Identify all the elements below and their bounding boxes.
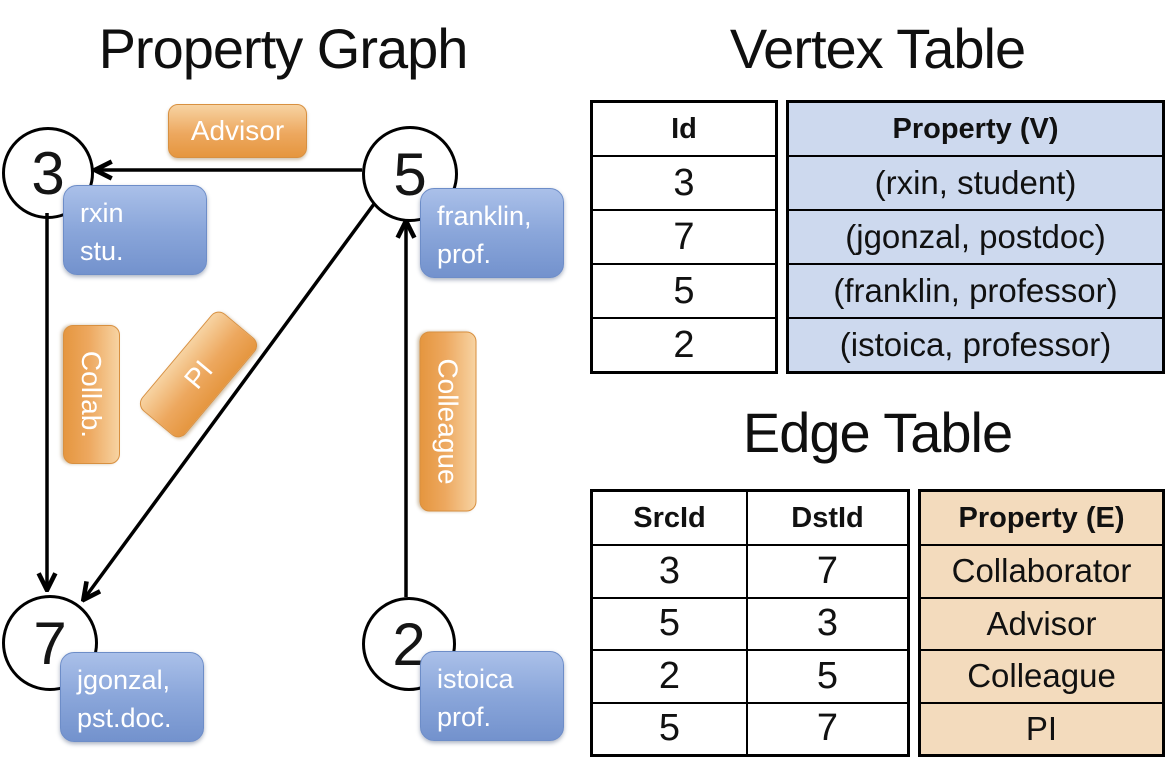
collab-label-text: Collab. [76, 350, 108, 439]
vertex-table-id-cell: 3 [593, 155, 775, 209]
vertex-table-title: Vertex Table [729, 17, 1026, 80]
prop-box-franklin: franklin, prof. [420, 188, 564, 278]
vertex-table-property-cell: (jgonzal, postdoc) [789, 209, 1162, 263]
vertex-table-property-cell: (rxin, student) [789, 155, 1162, 209]
edge-table-id-columns: SrcId DstId 3 7 5 3 2 5 5 7 [590, 489, 910, 757]
edge-table-property-cell: Collaborator [921, 544, 1162, 597]
franklin-line2: prof. [437, 239, 492, 269]
edge-table-dst-cell: 7 [748, 544, 907, 597]
edge-table-dst-cell: 5 [748, 649, 907, 702]
rxin-line2: stu. [80, 236, 124, 266]
vertex-table-header-property: Property (V) [789, 103, 1162, 155]
colleague-label-text: Colleague [433, 358, 464, 485]
edge-arrow-5-to-7 [84, 202, 376, 599]
edge-label-collab: Collab. [63, 325, 120, 464]
edge-table-property-column: Property (E) Collaborator Advisor Collea… [918, 489, 1165, 757]
edge-table-header-property: Property (E) [921, 492, 1162, 544]
edge-table-dst-cell: 3 [748, 596, 907, 650]
graph-edges [0, 0, 585, 760]
edge-table-src-cell: 5 [593, 596, 748, 649]
vertex-table-id-cell: 5 [593, 263, 775, 317]
prop-box-istoica: istoica prof. [420, 651, 564, 741]
vertex-table-id-cell: 7 [593, 209, 775, 263]
edge-table-property-cell: PI [921, 701, 1162, 754]
vertex-table-id-column: Id 3 7 5 2 [590, 100, 778, 374]
advisor-label-text: Advisor [190, 115, 285, 146]
jgonzal-line1: jgonzal, [77, 665, 171, 695]
property-graph-title: Property Graph [98, 17, 469, 80]
jgonzal-line2: pst.doc. [77, 703, 172, 733]
istoica-line1: istoica [437, 664, 514, 694]
vertex-table-property-cell: (istoica, professor) [789, 317, 1162, 371]
edge-label-advisor: Advisor [168, 104, 307, 158]
graph-node-2: 2 [362, 597, 456, 691]
edge-table-src-cell: 2 [593, 649, 748, 702]
edge-table-property-cell: Colleague [921, 649, 1162, 702]
edge-table-title: Edge Table [742, 401, 1013, 464]
edge-table-header-srcid: SrcId [593, 492, 748, 544]
node-3-id: 3 [31, 139, 65, 207]
edge-table-dst-cell: 7 [748, 701, 907, 755]
franklin-line1: franklin, [437, 201, 532, 231]
vertex-table-property-column: Property (V) (rxin, student) (jgonzal, p… [786, 100, 1165, 374]
rxin-line1: rxin [80, 198, 124, 228]
edge-label-colleague: Colleague [419, 331, 477, 512]
pi-label-text: PI [177, 354, 219, 395]
edge-table-src-cell: 3 [593, 544, 748, 597]
edge-table-src-cell: 5 [593, 701, 748, 754]
vertex-table-header-id: Id [671, 112, 697, 145]
vertex-table-property-cell: (franklin, professor) [789, 263, 1162, 317]
vertex-table-id-cell: 2 [593, 317, 775, 371]
istoica-line2: prof. [437, 702, 492, 732]
prop-box-jgonzal: jgonzal, pst.doc. [60, 652, 204, 742]
edge-table-property-cell: Advisor [921, 596, 1162, 649]
edge-table-header-dstid: DstId [791, 501, 864, 534]
prop-box-rxin: rxin stu. [63, 185, 207, 275]
